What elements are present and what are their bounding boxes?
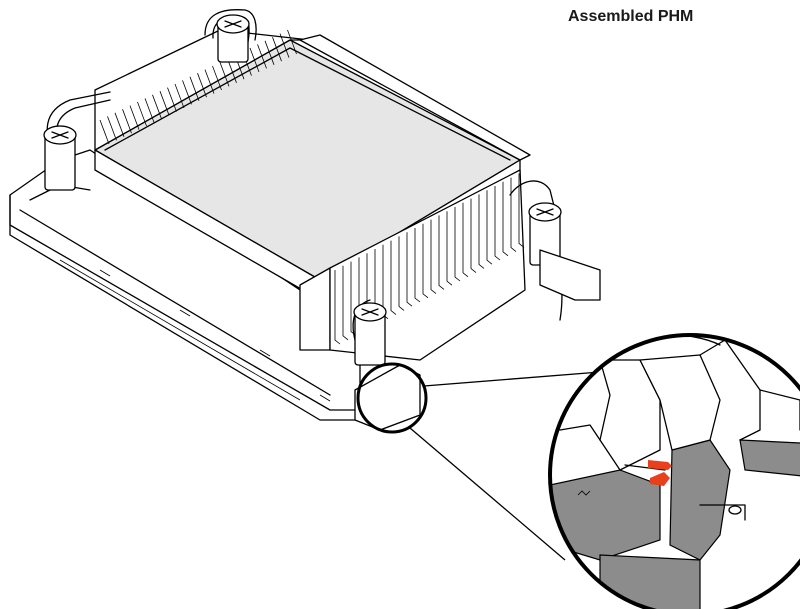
fin-line	[390, 240, 397, 315]
fin-line	[414, 228, 421, 303]
fin-line	[167, 87, 177, 112]
heatsink-body	[94, 29, 531, 301]
fin-line	[446, 211, 453, 286]
diagram-title: Assembled PHM	[568, 8, 694, 25]
fin-line	[159, 91, 170, 116]
fin-line	[454, 207, 461, 282]
fin-line	[257, 44, 267, 69]
fin-line	[144, 98, 155, 123]
fin-line	[462, 202, 469, 278]
fin-line	[107, 116, 117, 141]
fin-line	[152, 94, 162, 119]
fin-line	[398, 236, 405, 311]
fin-line	[272, 37, 282, 62]
callout-leader-bottom	[409, 427, 566, 561]
screw-post-rear-center	[216, 14, 250, 63]
fin-line	[99, 119, 110, 145]
fin-line	[438, 215, 445, 290]
fin-line	[502, 181, 509, 257]
fin-line	[219, 62, 230, 87]
callout-circle-large	[548, 333, 800, 609]
fin-line	[422, 223, 429, 299]
fin-line	[122, 109, 132, 134]
callout-magnified	[550, 335, 800, 609]
fin-line	[114, 112, 125, 137]
back-fins	[99, 29, 297, 145]
screw-post-rear-left	[43, 125, 77, 191]
fin-line	[518, 173, 525, 248]
fin-line	[264, 40, 275, 65]
alignment-arrow-upper	[648, 460, 672, 470]
fin-line	[189, 76, 200, 101]
fin-line	[510, 177, 517, 252]
fin-line	[470, 198, 477, 273]
fin-line	[249, 47, 260, 73]
fin-line	[430, 219, 437, 294]
carrier-frame	[9, 149, 421, 431]
fin-line	[197, 73, 207, 98]
fin-line	[334, 270, 341, 345]
alignment-arrow-lower	[650, 472, 670, 486]
fin-line	[137, 101, 147, 127]
fin-line	[406, 232, 413, 307]
fin-line	[287, 29, 297, 55]
callout-leader-top	[423, 371, 601, 387]
callout-circle-small	[356, 362, 428, 434]
fin-line	[129, 105, 140, 130]
fin-line	[486, 190, 493, 265]
fin-line	[204, 69, 215, 94]
screw-post-front	[353, 302, 387, 366]
fin-line	[279, 33, 290, 58]
fin-line	[174, 83, 185, 109]
fin-line	[212, 65, 222, 91]
fin-line	[342, 265, 349, 341]
screw-post-right	[528, 202, 601, 301]
fin-line	[478, 194, 485, 269]
fin-line	[227, 58, 237, 83]
fin-line	[182, 80, 192, 105]
fin-line	[494, 186, 501, 261]
